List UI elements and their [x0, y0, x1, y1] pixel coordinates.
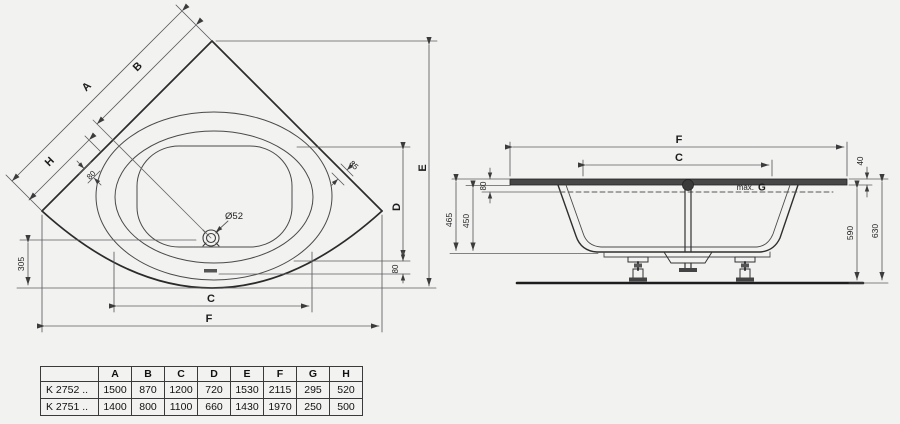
label-B: B — [131, 60, 145, 74]
label-G: G — [758, 183, 766, 194]
table-cell: 1500 — [98, 381, 132, 399]
table-corner-cell — [40, 366, 99, 382]
table-header-A: A — [98, 366, 132, 382]
label-H: H — [43, 155, 57, 169]
table-cell: 520 — [329, 381, 363, 399]
label-A: A — [80, 80, 94, 94]
label-F-top: F — [206, 313, 213, 325]
table-cell: 250 — [296, 398, 330, 416]
drain-column — [663, 179, 713, 272]
bathtub-drawing-canvas: A B H 80 85 E D 80 305 C F Ø52 — [5, 3, 889, 333]
dimension-table: A B C D E F G H K 2752 .. 1500 870 1200 … — [40, 366, 363, 416]
label-80-front: 80 — [391, 264, 400, 273]
table-header-G: G — [296, 366, 330, 382]
label-465: 465 — [444, 213, 454, 227]
tub-rim — [509, 178, 848, 186]
label-D: D — [391, 203, 403, 211]
label-85: 85 — [347, 159, 360, 172]
label-drain-diameter: Ø52 — [225, 211, 243, 222]
table-cell: 295 — [296, 381, 330, 399]
table-header-E: E — [230, 366, 264, 382]
table-header-H: H — [329, 366, 363, 382]
table-row: K 2751 .. 1400 800 1100 660 1430 1970 25… — [40, 398, 363, 416]
table-cell: 1400 — [98, 398, 132, 416]
model-number: K 2751 .. — [40, 398, 99, 416]
table-cell: 1100 — [164, 398, 198, 416]
foot-left — [627, 256, 649, 282]
table-header-row: A B C D E F G H — [40, 366, 363, 382]
label-max: max. — [737, 183, 754, 192]
table-header-B: B — [131, 366, 165, 382]
table-cell: 1530 — [230, 381, 264, 399]
table-header-F: F — [263, 366, 297, 382]
adjustable-feet — [627, 256, 756, 282]
table-cell: 660 — [197, 398, 231, 416]
construction-line — [92, 119, 212, 239]
foot-right — [734, 256, 756, 282]
table-cell: 1430 — [230, 398, 264, 416]
label-40: 40 — [856, 156, 865, 165]
tub-body — [557, 184, 799, 258]
label-450: 450 — [461, 214, 471, 228]
label-80-side: 80 — [479, 181, 488, 190]
label-F-side: F — [676, 134, 683, 146]
table-cell: 500 — [329, 398, 363, 416]
label-630: 630 — [870, 224, 880, 238]
basin-contours — [95, 111, 333, 281]
table-cell: 800 — [131, 398, 165, 416]
table-cell: 1200 — [164, 381, 198, 399]
label-305: 305 — [16, 257, 26, 271]
table-header-D: D — [197, 366, 231, 382]
table-header-C: C — [164, 366, 198, 382]
table-row: K 2752 .. 1500 870 1200 720 1530 2115 29… — [40, 381, 363, 399]
dimension-lines — [5, 3, 438, 333]
table-cell: 2115 — [263, 381, 297, 399]
label-E: E — [417, 164, 429, 171]
table-cell: 720 — [197, 381, 231, 399]
side-view: F C 80 465 450 40 590 630 max. G — [444, 134, 889, 285]
label-C-top: C — [207, 293, 215, 305]
label-C-side: C — [675, 152, 683, 164]
table-cell: 870 — [131, 381, 165, 399]
dimension-lines-side — [449, 141, 889, 284]
label-590: 590 — [845, 226, 855, 240]
tub-outline — [41, 40, 383, 289]
front-grip — [204, 269, 217, 273]
top-view: A B H 80 85 E D 80 305 C F Ø52 — [5, 3, 438, 333]
model-number: K 2752 .. — [40, 381, 99, 399]
table-cell: 1970 — [263, 398, 297, 416]
